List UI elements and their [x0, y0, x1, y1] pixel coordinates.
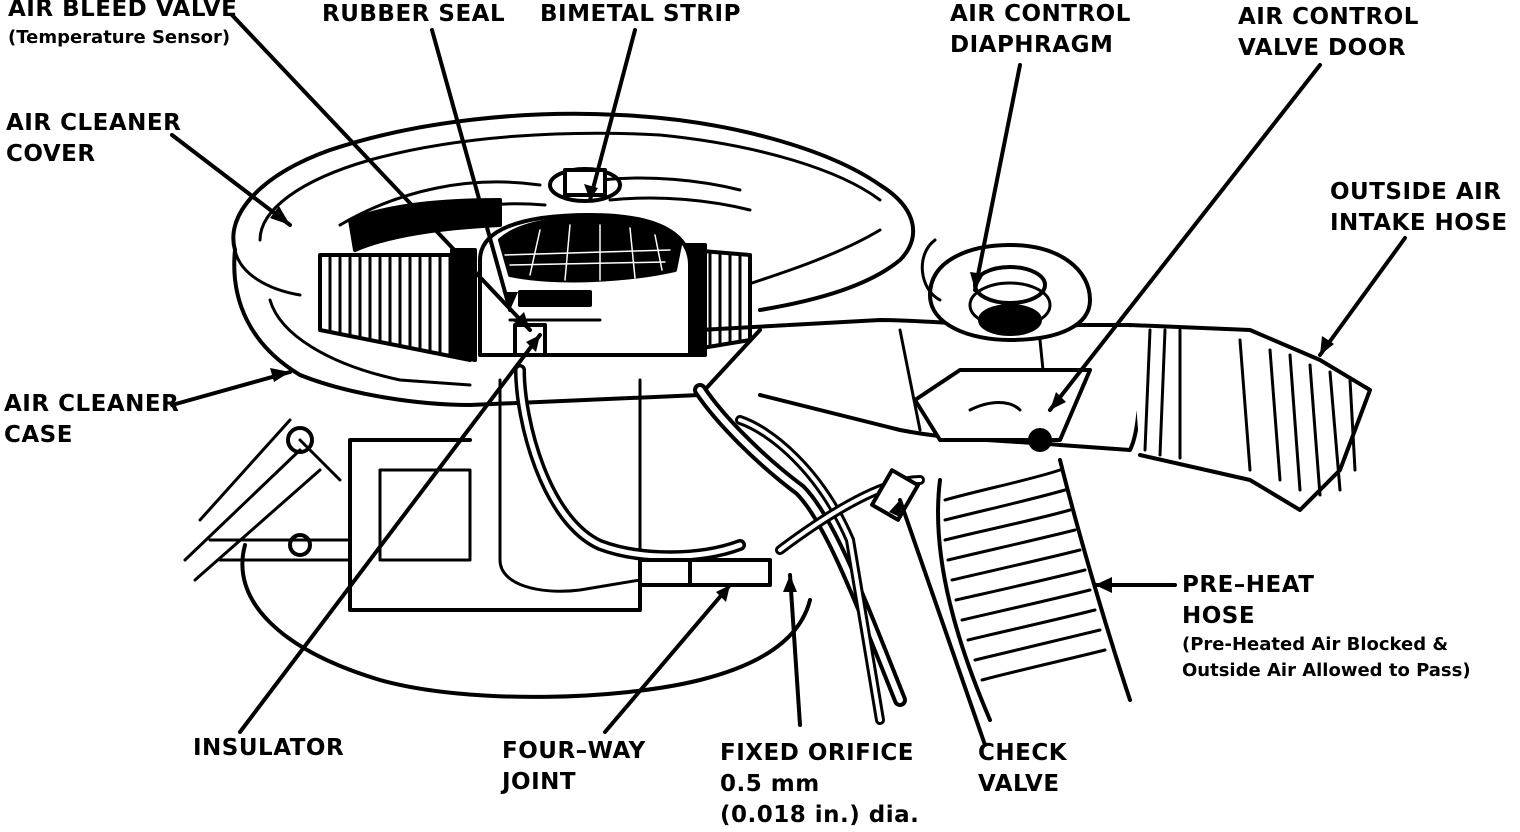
label-fixed-orifice-line2: 0.5 mm: [720, 771, 820, 797]
air-control-valve-door-part: [913, 368, 1092, 442]
label-air-bleed-valve-subtitle: (Temperature Sensor): [8, 27, 231, 48]
label-check-valve-line2: VALVE: [978, 771, 1060, 797]
label-air-cleaner-case-line2: CASE: [4, 422, 73, 448]
label-air-control-diaphragm-line1: AIR CONTROL: [950, 1, 1131, 27]
label-air-control-diaphragm-line2: DIAPHRAGM: [950, 32, 1114, 58]
air-cleaner-case: [232, 248, 762, 407]
leader-bimetal-strip: [588, 28, 637, 202]
mesh-screen: [498, 216, 682, 283]
filter-element-left: [318, 248, 477, 362]
label-rubber-seal-title: RUBBER SEAL: [322, 1, 506, 27]
label-check-valve-line1: CHECK: [978, 740, 1068, 766]
label-air-control-diaphragm: AIR CONTROL DIAPHRAGM: [950, 0, 1131, 61]
outside-air-intake-hose-part: [1128, 323, 1372, 512]
check-valve-part: [870, 468, 920, 522]
leader-rubber-seal: [430, 28, 512, 312]
label-air-control-valve-door-line1: AIR CONTROL: [1238, 4, 1419, 30]
label-air-cleaner-cover-line2: COVER: [6, 141, 96, 167]
label-pre-heat-hose-note2: Outside Air Allowed to Pass): [1182, 660, 1471, 681]
label-rubber-seal: RUBBER SEAL: [322, 0, 505, 30]
leader-check-valve: [898, 498, 987, 747]
label-fixed-orifice-line3: (0.018 in.) dia.: [720, 802, 920, 828]
label-four-way-joint: FOUR–WAY JOINT: [502, 736, 646, 798]
label-air-cleaner-cover-line1: AIR CLEANER: [6, 110, 182, 136]
leader-air-cleaner-cover: [170, 133, 292, 227]
label-fixed-orifice-line1: FIXED ORIFICE: [720, 740, 914, 766]
arrowheads: [270, 184, 1334, 602]
label-insulator: INSULATOR: [193, 733, 344, 764]
label-pre-heat-hose-note1: (Pre-Heated Air Blocked &: [1182, 634, 1449, 655]
label-air-cleaner-cover: AIR CLEANER COVER: [6, 108, 181, 170]
label-air-control-valve-door-line2: VALVE DOOR: [1238, 35, 1406, 61]
label-check-valve: CHECK VALVE: [978, 738, 1067, 800]
leader-four-way-joint: [603, 583, 732, 734]
bimetal-strip-part: [518, 290, 592, 307]
label-air-cleaner-case: AIR CLEANER CASE: [4, 389, 179, 451]
leader-lines: [170, 13, 1407, 747]
leader-fixed-orifice: [788, 573, 802, 727]
label-air-bleed-valve-title: AIR BLEED VALVE: [8, 0, 238, 22]
label-insulator-title: INSULATOR: [193, 735, 345, 761]
leader-air-bleed-valve: [230, 13, 532, 332]
leader-air-control-diaphragm: [973, 63, 1022, 292]
label-outside-air-intake-hose-line1: OUTSIDE AIR: [1330, 179, 1502, 205]
four-way-joint-part: [638, 558, 692, 587]
label-bimetal-strip-title: BIMETAL STRIP: [540, 1, 741, 27]
linkage-rods: [183, 418, 352, 582]
label-pre-heat-hose-line2: HOSE: [1182, 603, 1256, 629]
carburetor-body: [348, 438, 642, 612]
label-fixed-orifice: FIXED ORIFICE 0.5 mm (0.018 in.) dia.: [720, 738, 919, 831]
label-outside-air-intake-hose-line2: INTAKE HOSE: [1330, 210, 1508, 236]
label-air-bleed-valve: AIR BLEED VALVE (Temperature Sensor): [8, 0, 237, 51]
label-outside-air-intake-hose: OUTSIDE AIR INTAKE HOSE: [1330, 177, 1508, 239]
label-air-cleaner-case-line1: AIR CLEANER: [4, 391, 180, 417]
label-air-control-valve-door: AIR CONTROL VALVE DOOR: [1238, 2, 1419, 64]
pre-heat-hose-part: [936, 458, 1132, 722]
air-control-diaphragm-part: [928, 243, 1092, 342]
leader-air-cleaner-case: [170, 370, 292, 407]
leader-insulator: [238, 333, 542, 734]
filter-element-right: [682, 243, 752, 357]
label-pre-heat-hose: PRE–HEAT HOSE (Pre-Heated Air Blocked & …: [1182, 570, 1471, 684]
leader-air-control-valve-door: [1048, 63, 1322, 412]
label-four-way-joint-line1: FOUR–WAY: [502, 738, 646, 764]
label-four-way-joint-line2: JOINT: [502, 769, 577, 795]
air-cleaner-cover: [231, 111, 915, 312]
leader-outside-air-intake-hose: [1318, 236, 1407, 357]
base-plate: [240, 543, 812, 699]
label-bimetal-strip: BIMETAL STRIP: [540, 0, 741, 30]
label-pre-heat-hose-line1: PRE–HEAT: [1182, 572, 1315, 598]
